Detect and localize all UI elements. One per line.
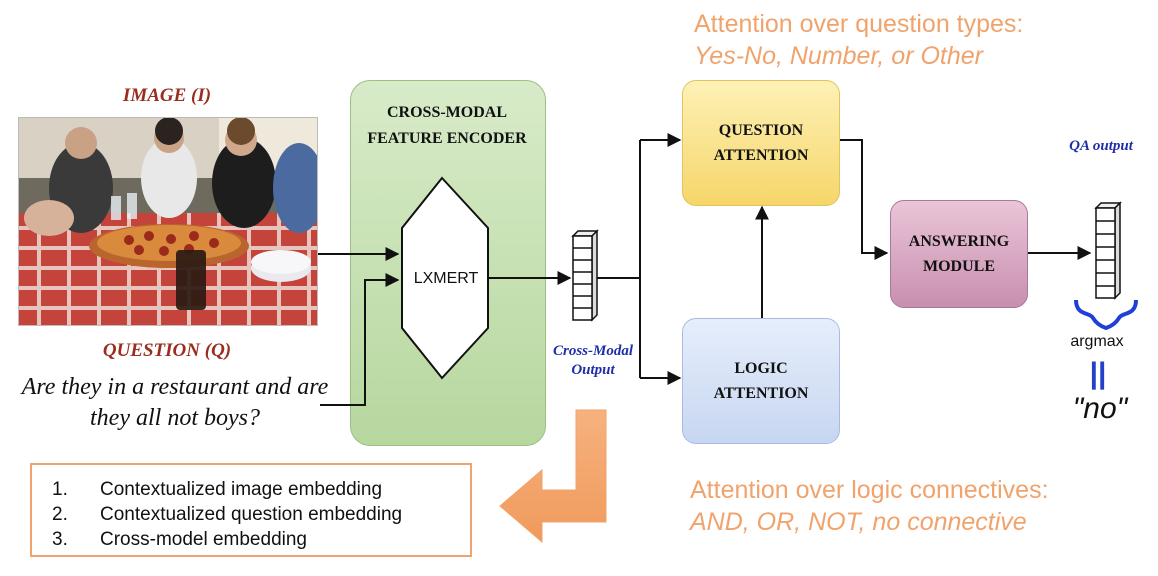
- cross-modal-output-label: Cross-Modal Output: [552, 343, 634, 378]
- question-attention-label: QUESTION ATTENTION: [713, 122, 809, 164]
- brace-icon: [1074, 299, 1138, 331]
- question-types-caption-line2: Yes-No, Number, or Other: [694, 42, 984, 70]
- question-to-lxmert-arrow: [320, 273, 400, 406]
- question-types-caption: Attention over question types: Yes-No, N…: [694, 8, 1114, 72]
- list-item: 3.Cross-model embedding: [52, 529, 307, 550]
- image-title: IMAGE (I): [122, 85, 212, 106]
- orange-bent-arrow: [499, 409, 607, 544]
- qatt-to-answering-arrow: [838, 139, 889, 260]
- restaurant-photo: [18, 117, 318, 326]
- question-attention-box: QUESTION ATTENTION: [682, 80, 840, 206]
- qa-output-label: QA output: [1069, 138, 1133, 154]
- list-item: 2.Contextualized question embedding: [52, 504, 403, 525]
- equals-sign: ||: [1089, 357, 1107, 390]
- logic-connectives-caption: Attention over logic connectives: AND, O…: [690, 474, 1130, 538]
- question-types-caption-line1: Attention over question types:: [694, 10, 1024, 38]
- logic-attention-box: LOGIC ATTENTION: [682, 318, 840, 444]
- embeddings-list-box: 1.Contextualized image embedding 2.Conte…: [30, 463, 472, 557]
- answering-module-box: ANSWERING MODULE: [890, 200, 1028, 308]
- question-title: QUESTION (Q): [102, 340, 232, 361]
- qa-output-vector-icon: [1094, 201, 1122, 300]
- lxmert-label: LXMERT: [413, 270, 479, 287]
- logic-connectives-caption-line2: AND, OR, NOT, no connective: [690, 508, 1027, 536]
- embeddings-list: 1.Contextualized image embedding 2.Conte…: [32, 465, 470, 552]
- question-text: Are they in a restaurant and are they al…: [21, 374, 329, 431]
- logic-connectives-caption-line1: Attention over logic connectives:: [690, 476, 1049, 504]
- list-item: 1.Contextualized image embedding: [52, 479, 383, 500]
- logic-attention-label: LOGIC ATTENTION: [713, 360, 809, 402]
- answering-module-label: ANSWERING MODULE: [908, 233, 1010, 275]
- lxmert-hexagon: [401, 176, 489, 380]
- argmax-label: argmax: [1070, 333, 1124, 350]
- encoder-title: CROSS-MODAL FEATURE ENCODER: [367, 104, 527, 147]
- cross-modal-vector-icon: [571, 229, 599, 322]
- answer-text: "no": [1072, 392, 1128, 425]
